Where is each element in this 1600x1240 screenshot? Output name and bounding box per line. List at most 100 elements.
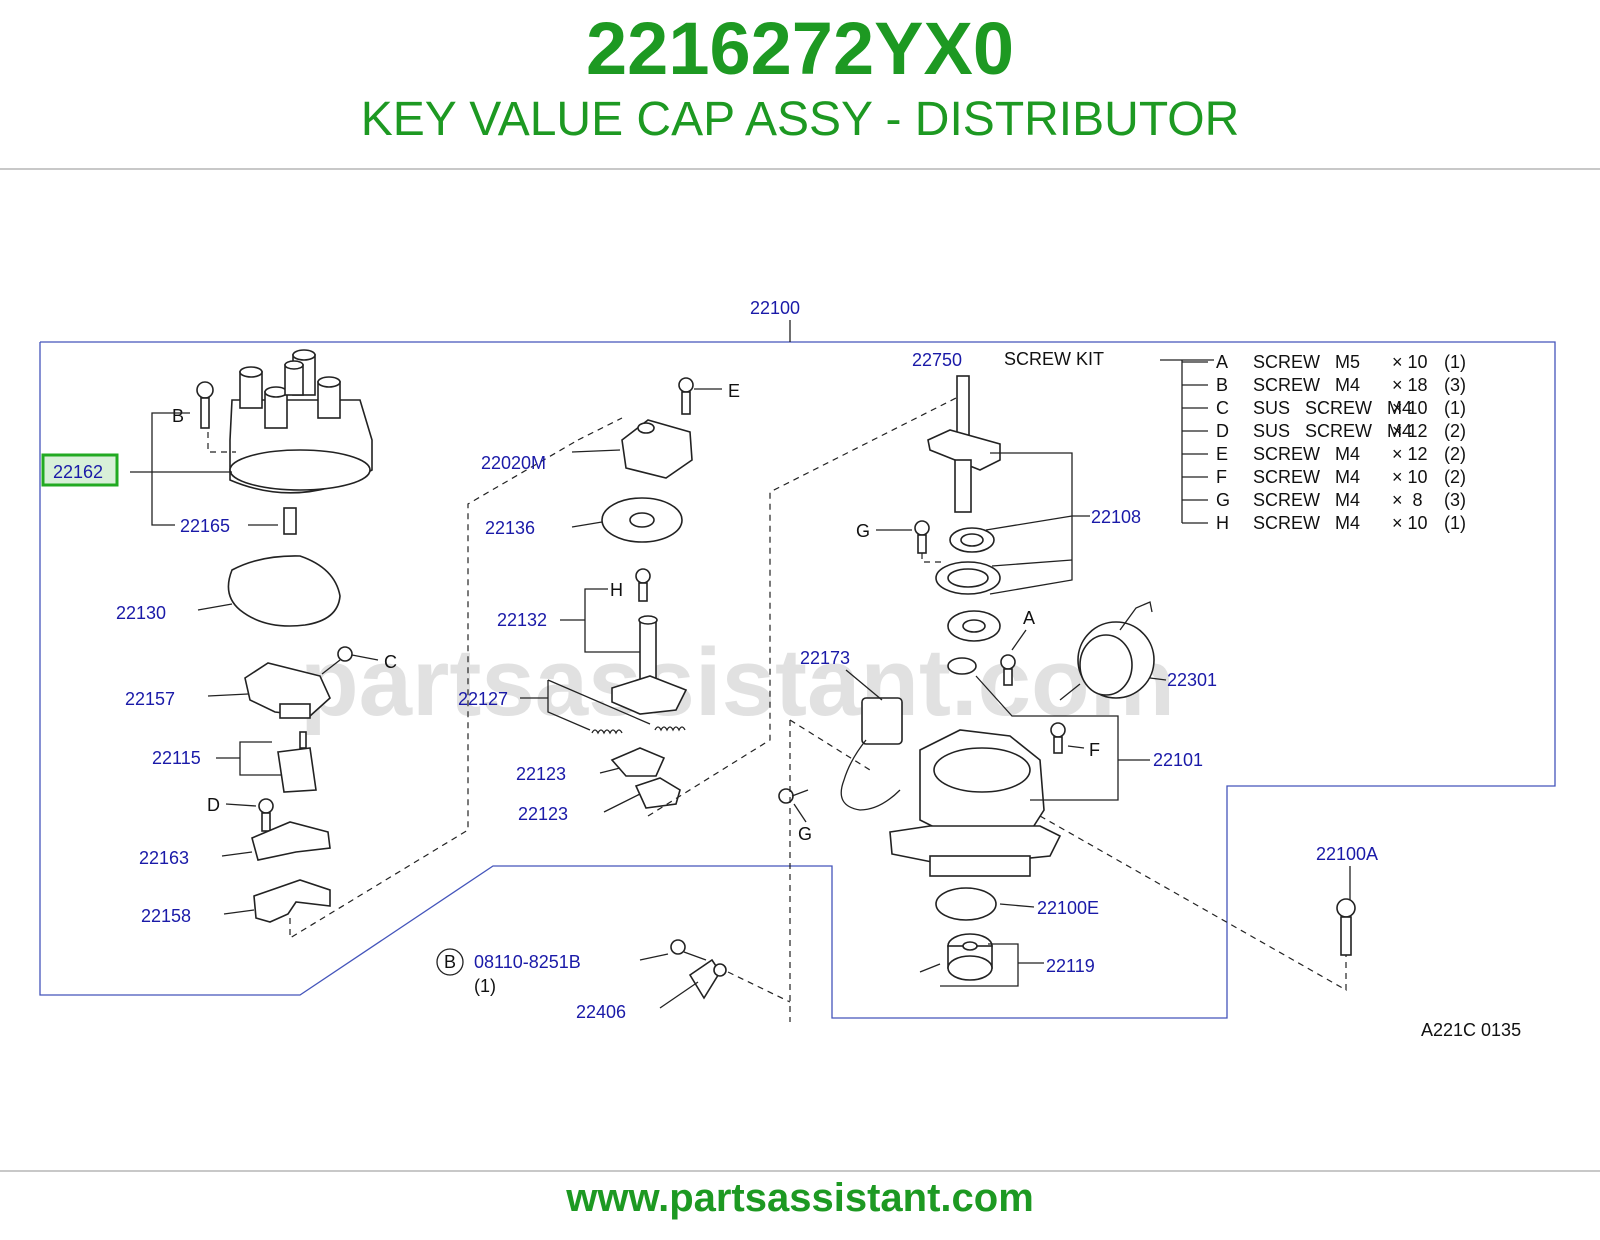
screw-kit-qty: (1) xyxy=(1444,398,1466,418)
screw-e-part[interactable] xyxy=(678,377,694,415)
screw-kit-size: × 8 xyxy=(1392,490,1423,510)
label-08110-qty: (1) xyxy=(474,976,496,996)
screw-kit-desc: SCREW M4 xyxy=(1253,513,1360,533)
label-22100E[interactable]: 22100E xyxy=(1037,898,1099,918)
callout-g-upper: G xyxy=(856,521,870,541)
screw-kit-qty: (2) xyxy=(1444,444,1466,464)
governor-weight-part[interactable] xyxy=(610,747,681,809)
bolt-22100a-part[interactable] xyxy=(1336,898,1356,956)
screw-kit-size: × 12 xyxy=(1392,421,1428,441)
label-22123-upper[interactable]: 22123 xyxy=(516,764,566,784)
bolt-b-part[interactable] xyxy=(670,939,707,961)
label-22163[interactable]: 22163 xyxy=(139,848,189,868)
label-22136[interactable]: 22136 xyxy=(485,518,535,538)
rotor-part[interactable] xyxy=(244,662,331,719)
screw-kit-code: E xyxy=(1216,444,1228,464)
screw-f-part[interactable] xyxy=(1050,722,1066,754)
top-divider xyxy=(0,168,1600,170)
connector-part[interactable] xyxy=(840,697,903,811)
label-22123-lower[interactable]: 22123 xyxy=(518,804,568,824)
screw-kit-desc: SCREW M4 xyxy=(1253,375,1360,395)
label-22119[interactable]: 22119 xyxy=(1046,956,1095,976)
callout-c: C xyxy=(384,652,397,672)
page-title: 2216272YX0 xyxy=(586,7,1014,90)
screw-kit-size: × 10 xyxy=(1392,352,1428,372)
label-08110-8251B[interactable]: 08110-8251B xyxy=(474,952,581,972)
screw-kit-code: A xyxy=(1216,352,1228,372)
screw-kit-desc: SCREW M4 xyxy=(1253,444,1360,464)
label-22100A[interactable]: 22100A xyxy=(1316,844,1378,864)
pickup-bracket-part[interactable] xyxy=(251,821,331,861)
callout-e: E xyxy=(728,381,740,401)
rotor-shaft-part[interactable] xyxy=(277,731,317,793)
collar-part[interactable] xyxy=(947,657,977,675)
screw-kit-desc: SCREW M5 xyxy=(1253,352,1360,372)
label-22101[interactable]: 22101 xyxy=(1153,750,1203,770)
screw-kit-code: G xyxy=(1216,490,1230,510)
page-subtitle: KEY VALUE CAP ASSY - DISTRIBUTOR xyxy=(360,93,1240,146)
screw-kit-code: B xyxy=(1216,375,1228,395)
screw-kit-qty: (3) xyxy=(1444,375,1466,395)
screw-kit-qty: (1) xyxy=(1444,513,1466,533)
callout-a: A xyxy=(1023,608,1035,628)
collar-gear-part[interactable] xyxy=(919,933,993,981)
screw-d-part[interactable] xyxy=(258,798,274,832)
label-22750[interactable]: 22750 xyxy=(912,350,962,370)
screw-kit-size: × 18 xyxy=(1392,375,1428,395)
housing-part[interactable] xyxy=(889,729,1062,877)
label-22020M[interactable]: 22020M xyxy=(481,453,546,473)
label-22100[interactable]: 22100 xyxy=(750,298,800,318)
screw-kit-code: F xyxy=(1216,467,1227,487)
clamp-part[interactable] xyxy=(688,958,727,1000)
screw-kit-title: SCREW KIT xyxy=(1004,349,1104,369)
label-22301[interactable]: 22301 xyxy=(1167,670,1217,690)
label-22406[interactable]: 22406 xyxy=(576,1002,626,1022)
assembly-frame xyxy=(39,341,1556,1019)
label-22158[interactable]: 22158 xyxy=(141,906,191,926)
label-22127[interactable]: 22127 xyxy=(458,689,508,709)
screw-kit-qty: (2) xyxy=(1444,467,1466,487)
label-22157[interactable]: 22157 xyxy=(125,689,175,709)
screw-h-part[interactable] xyxy=(635,568,651,602)
screw-kit-desc: SUS SCREW M4 xyxy=(1253,421,1412,441)
screw-kit-qty: (3) xyxy=(1444,490,1466,510)
vacuum-controller-part[interactable] xyxy=(1059,601,1155,701)
screw-g-upper-part[interactable] xyxy=(914,520,930,554)
bearing-retainer-part[interactable] xyxy=(935,561,1001,595)
insulator-part[interactable] xyxy=(601,497,683,543)
label-22165[interactable]: 22165 xyxy=(180,516,230,536)
label-22108[interactable]: 22108 xyxy=(1091,507,1141,527)
bracket-part[interactable] xyxy=(253,879,331,923)
footer-url-link[interactable]: www.partsassistant.com xyxy=(566,1176,1034,1220)
screw-g-lower-part[interactable] xyxy=(778,788,809,804)
screw-a-part[interactable] xyxy=(1000,654,1016,686)
distributor-cap-part[interactable] xyxy=(229,349,373,494)
screw-kit-qty: (1) xyxy=(1444,352,1466,372)
carbon-point-part[interactable] xyxy=(283,507,297,535)
label-22132[interactable]: 22132 xyxy=(497,610,547,630)
diagram-code: A221C 0135 xyxy=(1421,1020,1521,1040)
governor-shaft-part[interactable] xyxy=(611,615,688,715)
gasket-part[interactable] xyxy=(227,555,341,627)
callout-d: D xyxy=(207,795,220,815)
ignition-module-part[interactable] xyxy=(621,419,693,479)
callout-b: B xyxy=(172,406,184,426)
oil-seal-part[interactable] xyxy=(949,527,995,553)
callout-g-lower: G xyxy=(798,824,812,844)
highlighted-part-box xyxy=(41,453,119,487)
label-22130[interactable]: 22130 xyxy=(116,603,166,623)
shaft-part[interactable] xyxy=(927,375,1001,513)
label-22162[interactable]: 22162 xyxy=(53,462,103,482)
governor-spring-part[interactable] xyxy=(591,726,686,735)
screw-kit-code: H xyxy=(1216,513,1229,533)
screw-c-part[interactable] xyxy=(321,646,353,675)
screw-b-part[interactable] xyxy=(196,381,214,429)
label-22115[interactable]: 22115 xyxy=(152,748,201,768)
label-22173[interactable]: 22173 xyxy=(800,648,850,668)
callout-h: H xyxy=(610,580,623,600)
bearing-part[interactable] xyxy=(947,610,1001,642)
screw-kit-size: × 10 xyxy=(1392,513,1428,533)
o-ring-part[interactable] xyxy=(935,887,997,921)
